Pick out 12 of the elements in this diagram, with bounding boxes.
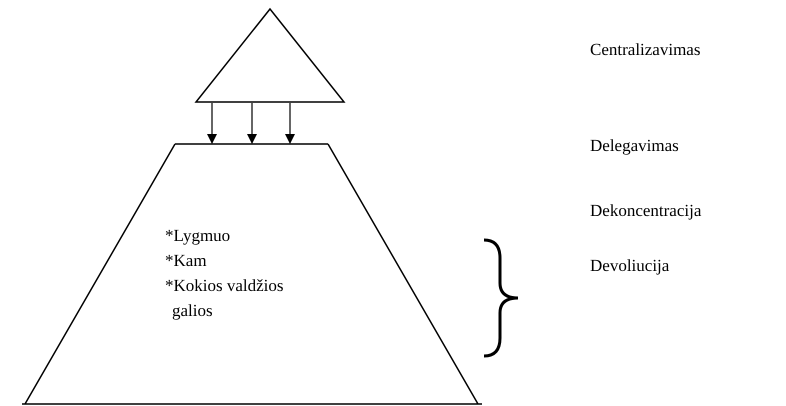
level-label: Centralizavimas: [590, 40, 700, 60]
list-item: *Kokios valdžios galios: [165, 275, 285, 322]
trapezoid-shape: [22, 143, 482, 405]
level-label: Delegavimas: [590, 136, 679, 156]
list-item: *Lygmuo: [165, 225, 232, 247]
arrow: [247, 103, 257, 144]
level-label: Dekoncentracija: [590, 201, 702, 221]
triangle-shape: [195, 8, 345, 103]
arrow: [207, 103, 217, 144]
arrow: [285, 103, 295, 144]
list-item: *Kam: [165, 250, 208, 272]
level-label: Devoliucija: [590, 256, 670, 276]
